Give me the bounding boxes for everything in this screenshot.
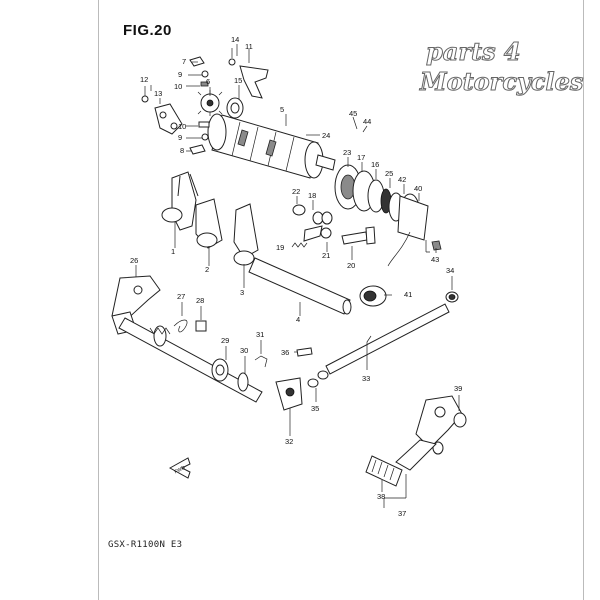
- callout-3: 3: [240, 288, 244, 297]
- bushing-28: [195, 320, 207, 332]
- callout-35: 35: [311, 404, 319, 413]
- lock-nut-35: [307, 370, 329, 388]
- cam-driven-gear: [197, 90, 223, 116]
- callout-29: 29: [221, 336, 229, 345]
- stopper-hardware: [291, 204, 442, 251]
- figure-title: FIG.20: [123, 22, 172, 39]
- callout-14: 14: [231, 35, 239, 44]
- shift-cam-drum: [207, 113, 336, 179]
- callout-8: 8: [180, 146, 184, 155]
- washer-30: [237, 372, 249, 392]
- callout-23: 23: [343, 148, 351, 157]
- tie-rod-end-34: [445, 291, 459, 303]
- circlip-31: [254, 355, 268, 368]
- cam-guide-plate: [228, 48, 269, 99]
- parts4motorcycles-watermark: parts 4 Motorcycles: [419, 37, 585, 97]
- callout-33: 33: [362, 374, 370, 383]
- fork-shaft: [248, 257, 352, 315]
- callout-labels: 14 11 7 9 6 12 10 13 15 5 45 44 10 24 9 …: [130, 35, 462, 518]
- callout-21: 21: [322, 251, 330, 260]
- callout-9-upper: 9: [178, 70, 182, 79]
- callout-9-lower: 9: [178, 133, 182, 142]
- callout-30: 30: [240, 346, 248, 355]
- callout-4: 4: [296, 315, 300, 324]
- bolt-12: [141, 86, 149, 103]
- callout-10-lower: 10: [178, 122, 186, 131]
- callout-39: 39: [454, 384, 462, 393]
- callout-13: 13: [154, 89, 162, 98]
- callout-40: 40: [414, 184, 422, 193]
- fwd-label: FWD: [174, 465, 187, 476]
- callout-11: 11: [245, 42, 253, 51]
- watermark-line-2: Motorcycles: [419, 67, 584, 96]
- callout-44: 44: [363, 117, 371, 126]
- callout-24: 24: [322, 131, 330, 140]
- leader-lines: [135, 44, 460, 508]
- model-code: GSX-R1100N E3: [108, 540, 183, 550]
- callout-15: 15: [234, 76, 242, 85]
- callout-10-upper: 10: [174, 82, 182, 91]
- callout-20: 20: [347, 261, 355, 270]
- watermark-line-1: parts 4: [426, 37, 521, 66]
- callout-38: 38: [377, 492, 385, 501]
- oil-seal-cap: [359, 285, 387, 307]
- callout-18: 18: [308, 191, 316, 200]
- cam-stopper-arm: [154, 103, 183, 135]
- shift-fork-1: [161, 171, 199, 231]
- callout-25: 25: [385, 169, 393, 178]
- callout-5: 5: [280, 105, 284, 114]
- shift-fork-3: [233, 203, 259, 266]
- callout-2: 2: [205, 265, 209, 274]
- callout-17: 17: [357, 153, 365, 162]
- oil-seal-29: [211, 358, 229, 382]
- callout-19: 19: [276, 243, 284, 252]
- callout-42: 42: [398, 175, 406, 184]
- shift-peg-38: [365, 455, 403, 487]
- callout-28: 28: [196, 296, 204, 305]
- callout-12: 12: [140, 75, 148, 84]
- gearshift-link-32: [275, 377, 303, 411]
- callout-27: 27: [177, 292, 185, 301]
- callout-43: 43: [431, 255, 439, 264]
- spring-27: [173, 319, 188, 333]
- callout-34: 34: [446, 266, 454, 275]
- gearshift-lever-37: [395, 439, 437, 471]
- callout-45: 45: [349, 109, 357, 118]
- callout-26: 26: [130, 256, 138, 265]
- shift-fork-2: [195, 198, 223, 249]
- diagram-frame: [98, 0, 584, 600]
- callout-32: 32: [285, 437, 293, 446]
- callout-22: 22: [292, 187, 300, 196]
- bolt-36: [296, 347, 313, 357]
- callout-7: 7: [182, 57, 186, 66]
- gearshift-rod-33: [325, 303, 450, 375]
- callout-1: 1: [171, 247, 175, 256]
- bearing-15: [226, 97, 244, 119]
- small-pins: [189, 56, 210, 155]
- callout-37: 37: [398, 509, 406, 518]
- callout-16: 16: [371, 160, 379, 169]
- callout-36: 36: [281, 348, 289, 357]
- callout-31: 31: [256, 330, 264, 339]
- callout-41: 41: [404, 290, 412, 299]
- callout-6: 6: [206, 77, 210, 86]
- forward-direction-arrow: FWD: [168, 457, 191, 479]
- cam-end-components: [334, 164, 429, 267]
